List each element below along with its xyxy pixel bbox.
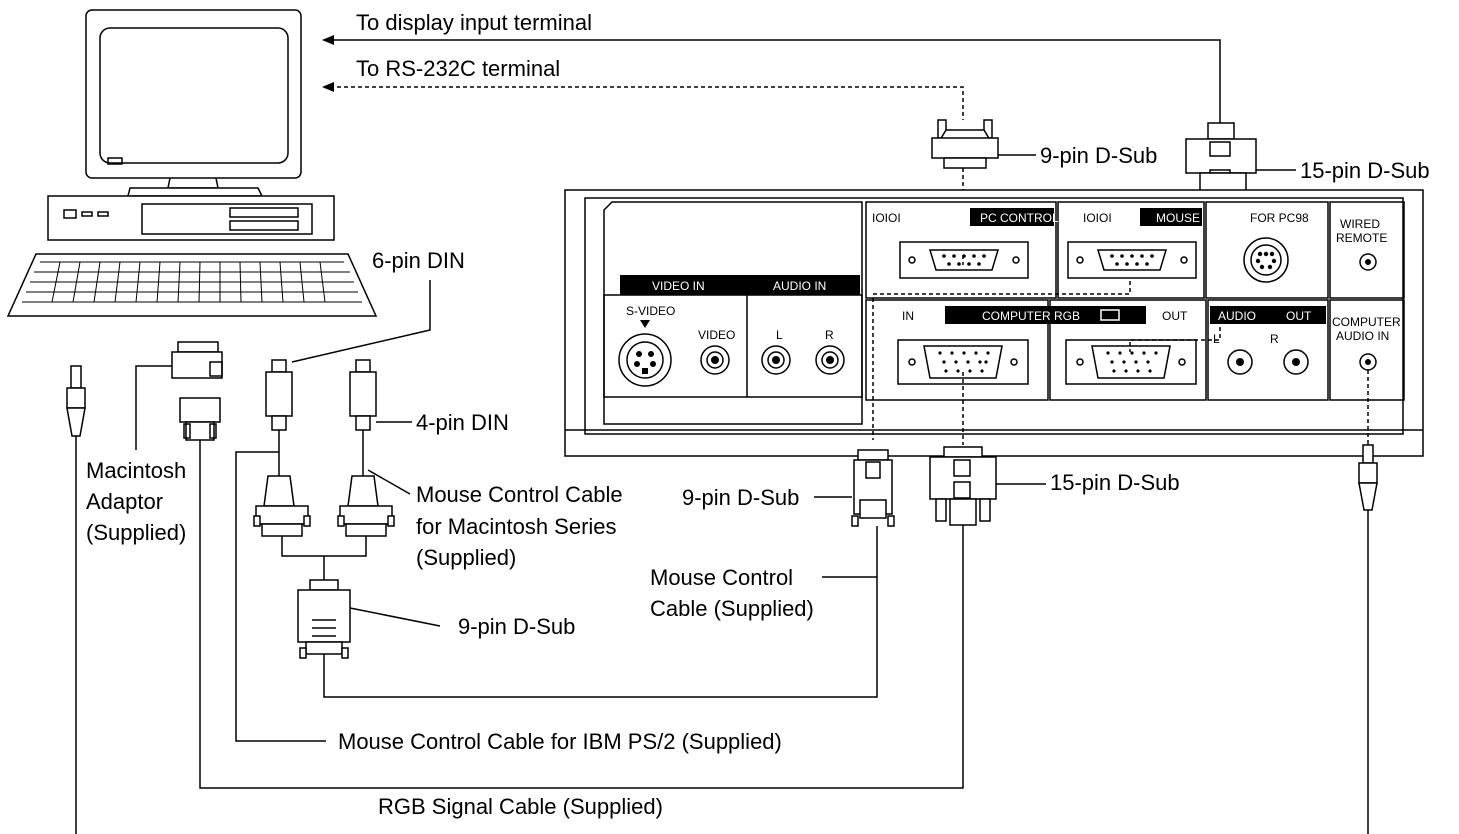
audio-l-label: L xyxy=(776,328,783,342)
top-9pin-connector xyxy=(931,119,999,255)
audio-in-label: AUDIO IN xyxy=(773,279,826,293)
to-rs232-label: To RS-232C terminal xyxy=(356,56,560,81)
audio-out-l-label: L xyxy=(1213,332,1220,346)
audio-out-r-label: R xyxy=(1270,332,1279,346)
audio-plug-right xyxy=(1358,444,1378,834)
audio-out-header: AUDIO xyxy=(1218,309,1256,323)
s-video-port[interactable] xyxy=(618,333,672,387)
pc-control-label: PC CONTROL xyxy=(980,211,1059,225)
mac-adaptor-line3: (Supplied) xyxy=(86,520,186,545)
rgb-in-label: IN xyxy=(902,309,914,323)
din6-label: 6-pin DIN xyxy=(372,248,465,273)
mac-mouse-dsub-left xyxy=(253,475,311,537)
mac-mouse-dsub-right xyxy=(337,475,395,537)
pc-control-port[interactable] xyxy=(899,241,1029,279)
mouse-ctrl-line1: Mouse Control xyxy=(650,565,793,590)
s-video-label: S-VIDEO xyxy=(626,304,675,318)
mac-adaptor-line1: Macintosh xyxy=(86,458,186,483)
pc98-din-port[interactable] xyxy=(1243,237,1289,283)
lower-15pin-connector xyxy=(929,446,997,526)
mouse-mac-line1: Mouse Control Cable xyxy=(416,482,623,507)
mouse-mac-line3: (Supplied) xyxy=(416,545,516,570)
rgb-cable-label: RGB Signal Cable (Supplied) xyxy=(378,794,663,819)
video-label: VIDEO xyxy=(698,328,735,342)
mouse-port[interactable] xyxy=(1067,241,1197,279)
lower-9pin-label: 9-pin D-Sub xyxy=(682,485,799,510)
computer-illustration xyxy=(6,9,378,317)
mouse-ctrl-line2: Cable (Supplied) xyxy=(650,596,814,621)
audio-plug-left xyxy=(66,365,86,834)
din4-label: 4-pin DIN xyxy=(416,410,509,435)
computer-rgb-label: COMPUTER RGB xyxy=(982,309,1080,323)
audio-l-port[interactable] xyxy=(761,345,791,375)
remote-label: REMOTE xyxy=(1336,231,1387,245)
to-display-label: To display input terminal xyxy=(356,10,592,35)
mid-9pin-label: 9-pin D-Sub xyxy=(458,614,575,639)
rgb-out-label: OUT xyxy=(1162,309,1188,323)
audio-out-r-port[interactable] xyxy=(1283,349,1309,375)
mouse-control-cable-line xyxy=(323,526,878,698)
for-pc98-label: FOR PC98 xyxy=(1250,211,1309,225)
mouse-ibm-label: Mouse Control Cable for IBM PS/2 (Suppli… xyxy=(338,729,782,754)
ioioi-label: IOIOI xyxy=(872,211,901,225)
keyboard-keys xyxy=(22,261,362,303)
macintosh-adaptor xyxy=(171,341,223,470)
wired-label: WIRED xyxy=(1340,217,1380,231)
top-15pin-connector xyxy=(1185,122,1257,320)
din4-plug xyxy=(349,359,377,476)
projector-rear-panel: VIDEO IN AUDIO IN S-VIDEO VIDEO L R xyxy=(564,189,1424,457)
lower-15pin-label: 15-pin D-Sub xyxy=(1050,470,1180,495)
audio-out-l-port[interactable] xyxy=(1227,349,1253,375)
audio-out-label: OUT xyxy=(1286,309,1312,323)
audio-r-port[interactable] xyxy=(815,345,845,375)
rgb-in-port[interactable] xyxy=(897,339,1029,385)
rs232-arrow xyxy=(322,82,964,120)
computer-label: COMPUTER xyxy=(1332,315,1401,329)
video-in-label: VIDEO IN xyxy=(652,279,705,293)
rgb-cable-line xyxy=(199,470,964,789)
video-rca-port[interactable] xyxy=(700,345,730,375)
rgb-out-port[interactable] xyxy=(1065,339,1197,385)
top-15pin-label: 15-pin D-Sub xyxy=(1300,158,1430,183)
mouse-mac-line2: for Macintosh Series xyxy=(416,514,617,539)
audio-r-label: R xyxy=(825,328,834,342)
ibm-mouse-cable-line xyxy=(235,451,326,742)
mac-adaptor-line2: Adaptor xyxy=(86,489,163,514)
mid-9pin-connector xyxy=(297,579,351,659)
lower-9pin-connector xyxy=(851,449,895,527)
display-input-arrow xyxy=(322,35,1221,125)
top-9pin-label: 9-pin D-Sub xyxy=(1040,143,1157,168)
mouse-label: MOUSE xyxy=(1156,211,1200,225)
ioioi-label-2: IOIOI xyxy=(1083,211,1112,225)
wired-remote-jack[interactable] xyxy=(1359,253,1377,271)
computer-audio-in-label: AUDIO IN xyxy=(1336,329,1389,343)
din6-plug xyxy=(265,359,293,476)
